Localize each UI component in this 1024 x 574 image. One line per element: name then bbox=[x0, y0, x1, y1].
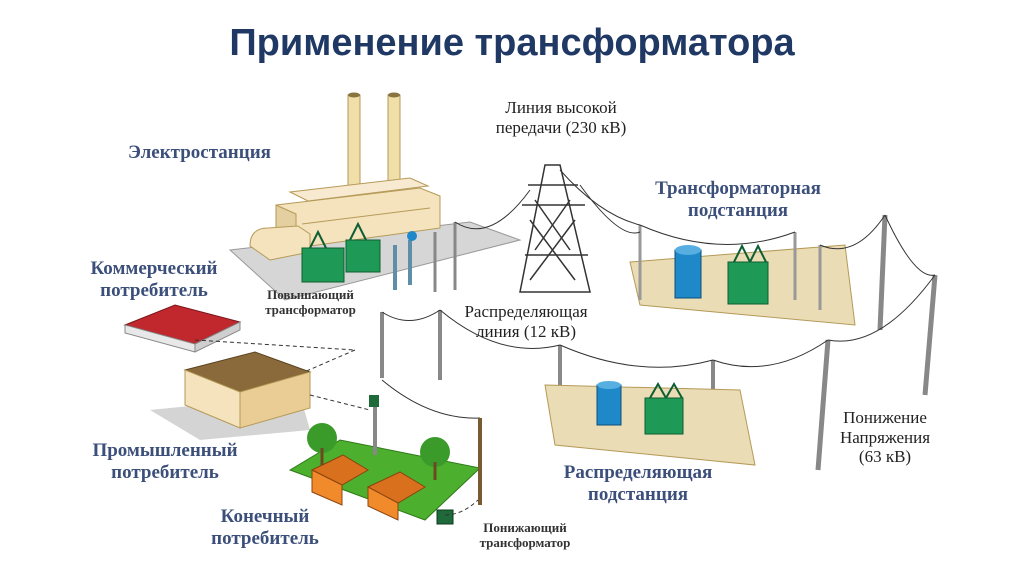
label-stepup-line2: трансформатор bbox=[265, 301, 356, 317]
label-transformer-substation-line1: Трансформаторная bbox=[655, 178, 821, 199]
label-step-down-transformer: Понижающий трансформатор bbox=[460, 520, 590, 551]
label-hv-line-line2: передачи (230 кВ) bbox=[495, 117, 627, 137]
label-industrial-consumer: Промышленный потребитель bbox=[70, 440, 260, 484]
page-title: Применение трансформатора bbox=[229, 22, 795, 64]
label-distribution-substation-line2: подстанция bbox=[587, 483, 689, 505]
distribution-substation bbox=[544, 381, 756, 466]
label-voltage-reduction: Понижение Напряжения (63 кВ) bbox=[830, 408, 940, 467]
label-end-consumer-line2: потребитель bbox=[211, 527, 319, 549]
label-distribution-line-line1: Распределяющая bbox=[464, 302, 588, 321]
label-hv-line: Линия высокой передачи (230 кВ) bbox=[486, 98, 636, 137]
label-hv-line-line1: Линия высокой bbox=[505, 98, 617, 117]
label-voltage-reduction-line1: Понижение bbox=[843, 408, 927, 427]
transformer-substation bbox=[629, 225, 856, 326]
power-lines bbox=[381, 169, 936, 419]
right-poles bbox=[815, 214, 938, 471]
transmission-tower bbox=[519, 164, 591, 293]
label-distribution-substation-line1: Распределяющая bbox=[563, 462, 713, 483]
label-step-up-transformer: Повышающий трансформатор bbox=[248, 287, 373, 318]
label-distribution-line-line2: линия (12 кВ) bbox=[475, 321, 577, 341]
commercial-building bbox=[123, 304, 356, 377]
label-distribution-substation: Распределяющая подстанция bbox=[538, 462, 738, 506]
label-end-consumer-line1: Конечный bbox=[220, 506, 310, 527]
label-stepdown-line2: трансформатор bbox=[479, 534, 571, 550]
label-end-consumer: Конечный потребитель bbox=[195, 506, 335, 550]
label-commercial-consumer: Коммерческий потребитель bbox=[64, 258, 244, 302]
label-industrial-line1: Промышленный bbox=[92, 440, 238, 461]
label-commercial-line1: Коммерческий bbox=[90, 258, 218, 279]
label-stepup-line1: Повышающий bbox=[267, 287, 354, 302]
label-transformer-substation: Трансформаторная подстанция bbox=[618, 178, 858, 222]
end-consumer-houses bbox=[288, 395, 482, 525]
step-up-transformer bbox=[301, 221, 457, 292]
label-industrial-line2: потребитель bbox=[111, 461, 219, 483]
label-transformer-substation-line2: подстанция bbox=[687, 199, 789, 221]
label-voltage-reduction-line2: Напряжения bbox=[839, 427, 931, 447]
label-commercial-line2: потребитель bbox=[100, 279, 208, 301]
industrial-building bbox=[150, 351, 371, 440]
label-stepdown-line1: Понижающий bbox=[483, 520, 567, 535]
label-distribution-line: Распределяющая линия (12 кВ) bbox=[446, 302, 606, 341]
label-voltage-reduction-line3: (63 кВ) bbox=[858, 447, 912, 467]
label-power-station: Электростанция bbox=[128, 142, 271, 163]
